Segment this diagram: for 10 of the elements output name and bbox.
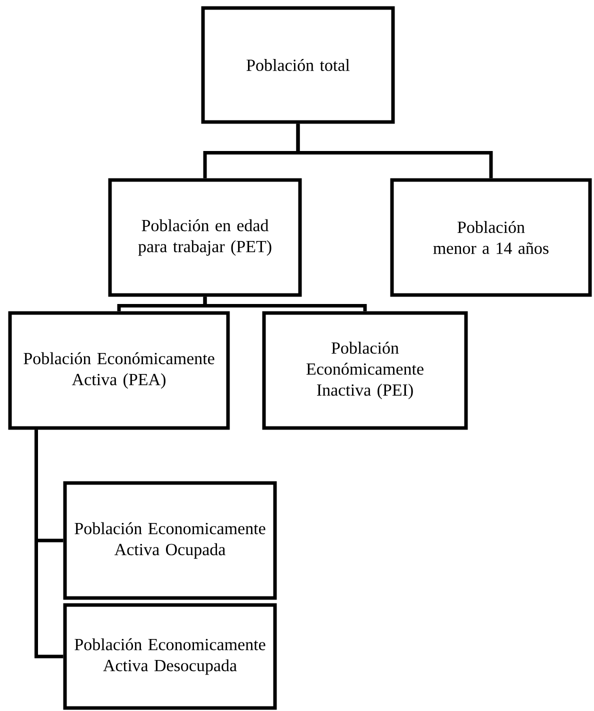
process-box: Población total bbox=[201, 6, 395, 124]
process-box: Población en edad para trabajar (PET) bbox=[108, 178, 302, 297]
process-box: Población Economicamente Activa Ocupada bbox=[63, 481, 277, 600]
process-box: Población Económicamente Inactiva (PEI) bbox=[262, 311, 468, 430]
process-box: Población Economicamente Activa Desocupada bbox=[63, 603, 277, 710]
connector-line bbox=[296, 124, 493, 178]
connector-line bbox=[34, 430, 64, 658]
connector-line bbox=[203, 296, 367, 312]
process-box: Población Económicamente Activa (PEA) bbox=[8, 311, 230, 430]
process-box: Población menor a 14 años bbox=[390, 178, 592, 297]
